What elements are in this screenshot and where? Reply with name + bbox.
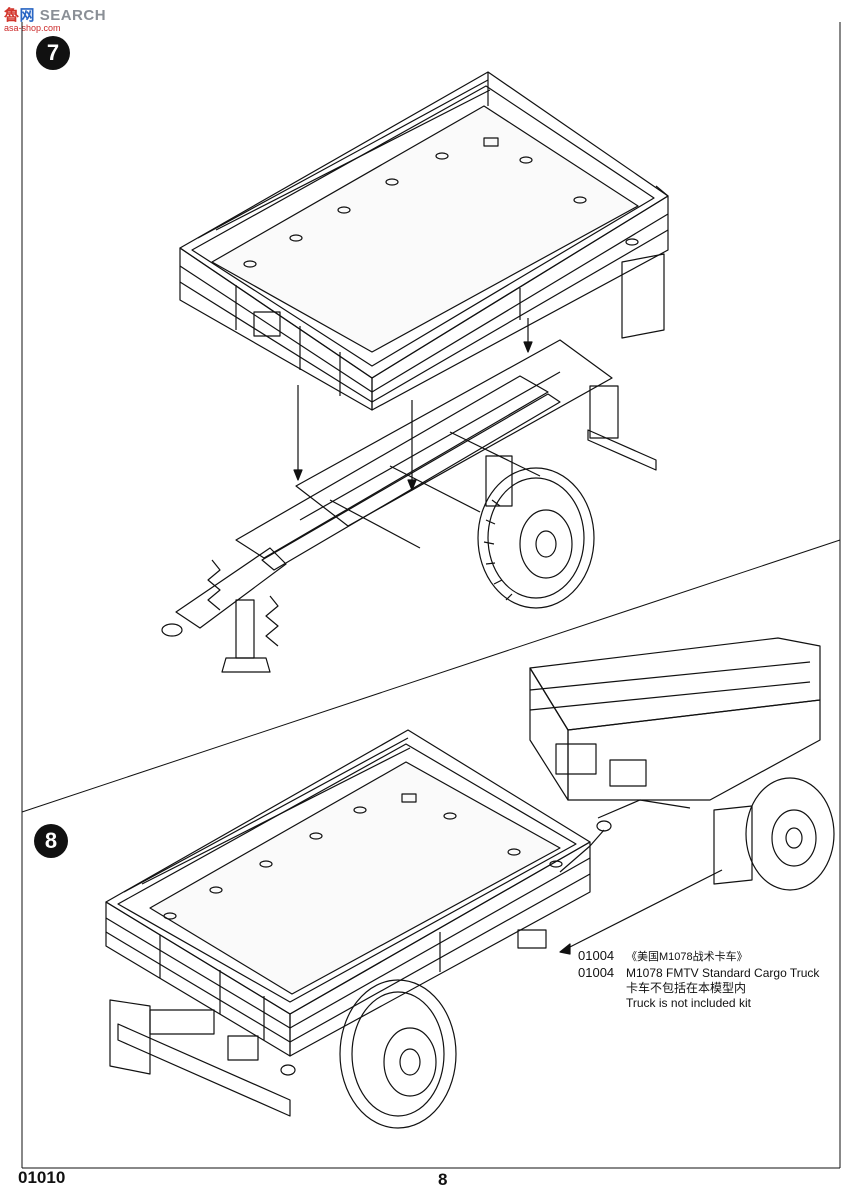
note-line-3: 卡车不包括在本模型内 (626, 981, 747, 995)
note-product-name-cn: 《美国M1078战术卡车》 (626, 951, 748, 963)
step8-callout-leader (559, 869, 723, 955)
note-line-1: 01004 《美国M1078战术卡车》 (578, 948, 819, 965)
step8-trailer (105, 729, 612, 1129)
step7-wheel (477, 467, 595, 609)
watermark-text: SEARCH (39, 7, 107, 24)
note-product-code: 01004 (578, 965, 615, 980)
watermark-char-1: 魯 (4, 7, 20, 24)
note-product-name-en: M1078 FMTV Standard Cargo Truck (626, 966, 820, 980)
watermark-logo: 魯网 SEARCH (4, 4, 106, 25)
page-number: 8 (438, 1170, 448, 1189)
step8-truck (529, 637, 835, 891)
watermark-site: asa-shop.com (4, 23, 61, 33)
step-divider-line (21, 539, 841, 813)
step7-assembly-arrows (293, 318, 533, 491)
product-code: 01010 (18, 1168, 66, 1187)
step-8-badge: 8 (34, 824, 68, 858)
step7-chassis (161, 339, 657, 673)
watermark-char-2: 网 (19, 7, 36, 24)
step7-cargo-bed (179, 71, 669, 411)
note-line-2: 01004 M1078 FMTV Standard Cargo Truck (578, 965, 819, 981)
note-product-code: 01004 (578, 948, 615, 963)
step-7-badge: 7 (36, 36, 70, 70)
note-line-4: Truck is not included kit (626, 996, 751, 1010)
